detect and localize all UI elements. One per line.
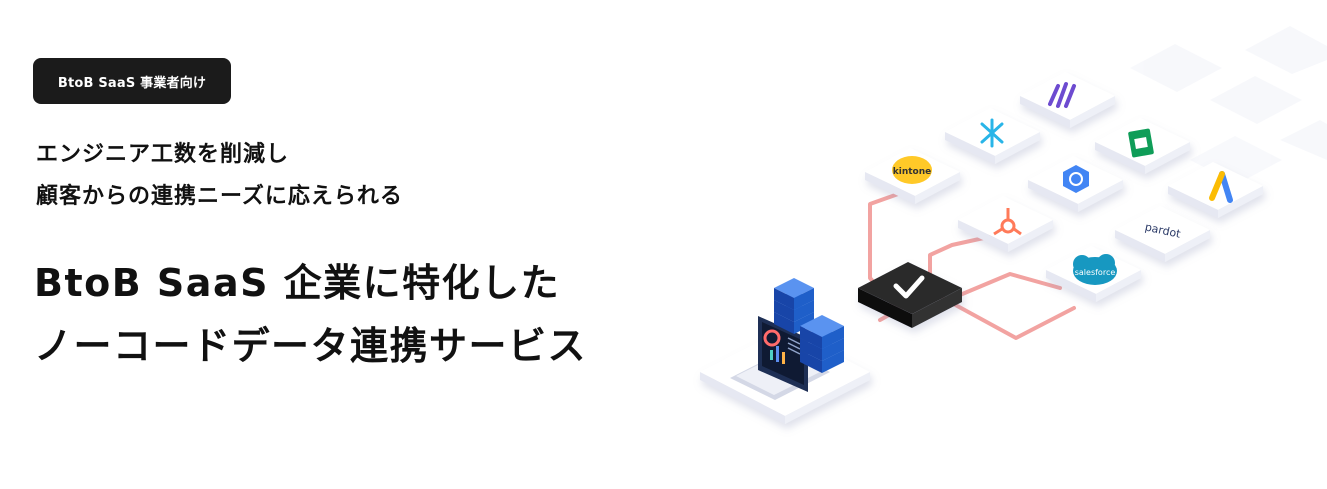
database-icon — [774, 278, 844, 373]
tile-pardot — [1115, 206, 1210, 262]
snowflake-icon — [980, 118, 1004, 148]
headline-line-2: ノーコードデータ連携サービス — [34, 324, 588, 368]
google-ads-icon — [1209, 171, 1233, 203]
headline-line-1: BtoB SaaS 企業に特化した — [34, 261, 561, 305]
background-tiles — [1130, 26, 1327, 184]
subheading-line-2: 顧客からの連携ニーズに応えられる — [36, 184, 403, 209]
tile-hubspot — [958, 196, 1053, 252]
salesforce-logo-text: salesforce — [1075, 268, 1116, 277]
salesforce-logo-icon — [1073, 254, 1117, 285]
google-sheets-icon — [1128, 128, 1154, 158]
make-logo-icon — [1048, 82, 1076, 108]
bigquery-icon — [1063, 165, 1089, 193]
tile-make — [1020, 72, 1115, 128]
kintone-logo-icon — [892, 156, 932, 184]
subheading-line-1: エンジニア工数を削減し — [36, 142, 290, 167]
audience-badge: BtoB SaaS 事業者向け — [33, 58, 231, 104]
hub-check-icon — [893, 275, 925, 299]
integration-illustration: kintone — [700, 26, 1327, 424]
kintone-logo-text: kintone — [893, 167, 931, 177]
hubspot-icon — [993, 208, 1022, 236]
